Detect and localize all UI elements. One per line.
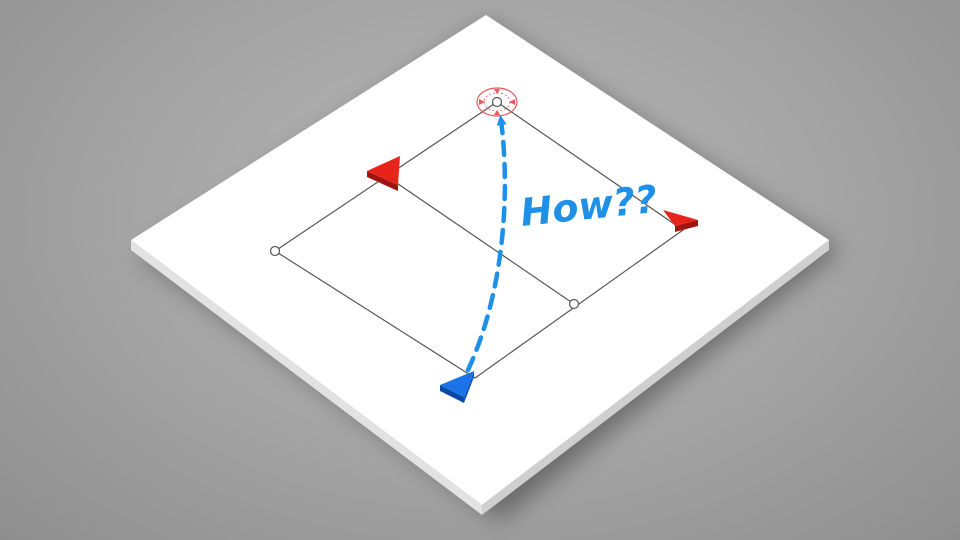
- target-tick-right: [509, 99, 515, 105]
- red-marker-right-side: [675, 220, 698, 232]
- red-marker-upper-left-face: [367, 156, 400, 185]
- grid-outline: [273, 101, 685, 379]
- target-tick-bottom: [494, 110, 500, 115]
- game-board: [131, 15, 829, 505]
- red-marker-right[interactable]: [663, 210, 698, 232]
- red-marker-upper-left[interactable]: [367, 156, 400, 191]
- right-node[interactable]: [568, 298, 580, 310]
- grid-midline: [384, 174, 575, 305]
- red-marker-upper-left-side: [367, 171, 398, 191]
- top-node[interactable]: [491, 96, 503, 108]
- path-arrow: [465, 115, 508, 373]
- target-tick-left: [479, 99, 485, 105]
- red-marker-right-face: [663, 210, 698, 226]
- blue-player-marker-face: [440, 371, 474, 397]
- blue-player-marker[interactable]: [440, 371, 474, 403]
- board-edge-right: [482, 240, 829, 515]
- target-tick-top: [494, 89, 500, 94]
- left-node[interactable]: [269, 245, 281, 257]
- blue-player-marker-side-right: [464, 371, 474, 403]
- board-edge-left: [131, 240, 482, 515]
- blue-player-marker-side: [440, 385, 464, 403]
- grid: [273, 101, 685, 379]
